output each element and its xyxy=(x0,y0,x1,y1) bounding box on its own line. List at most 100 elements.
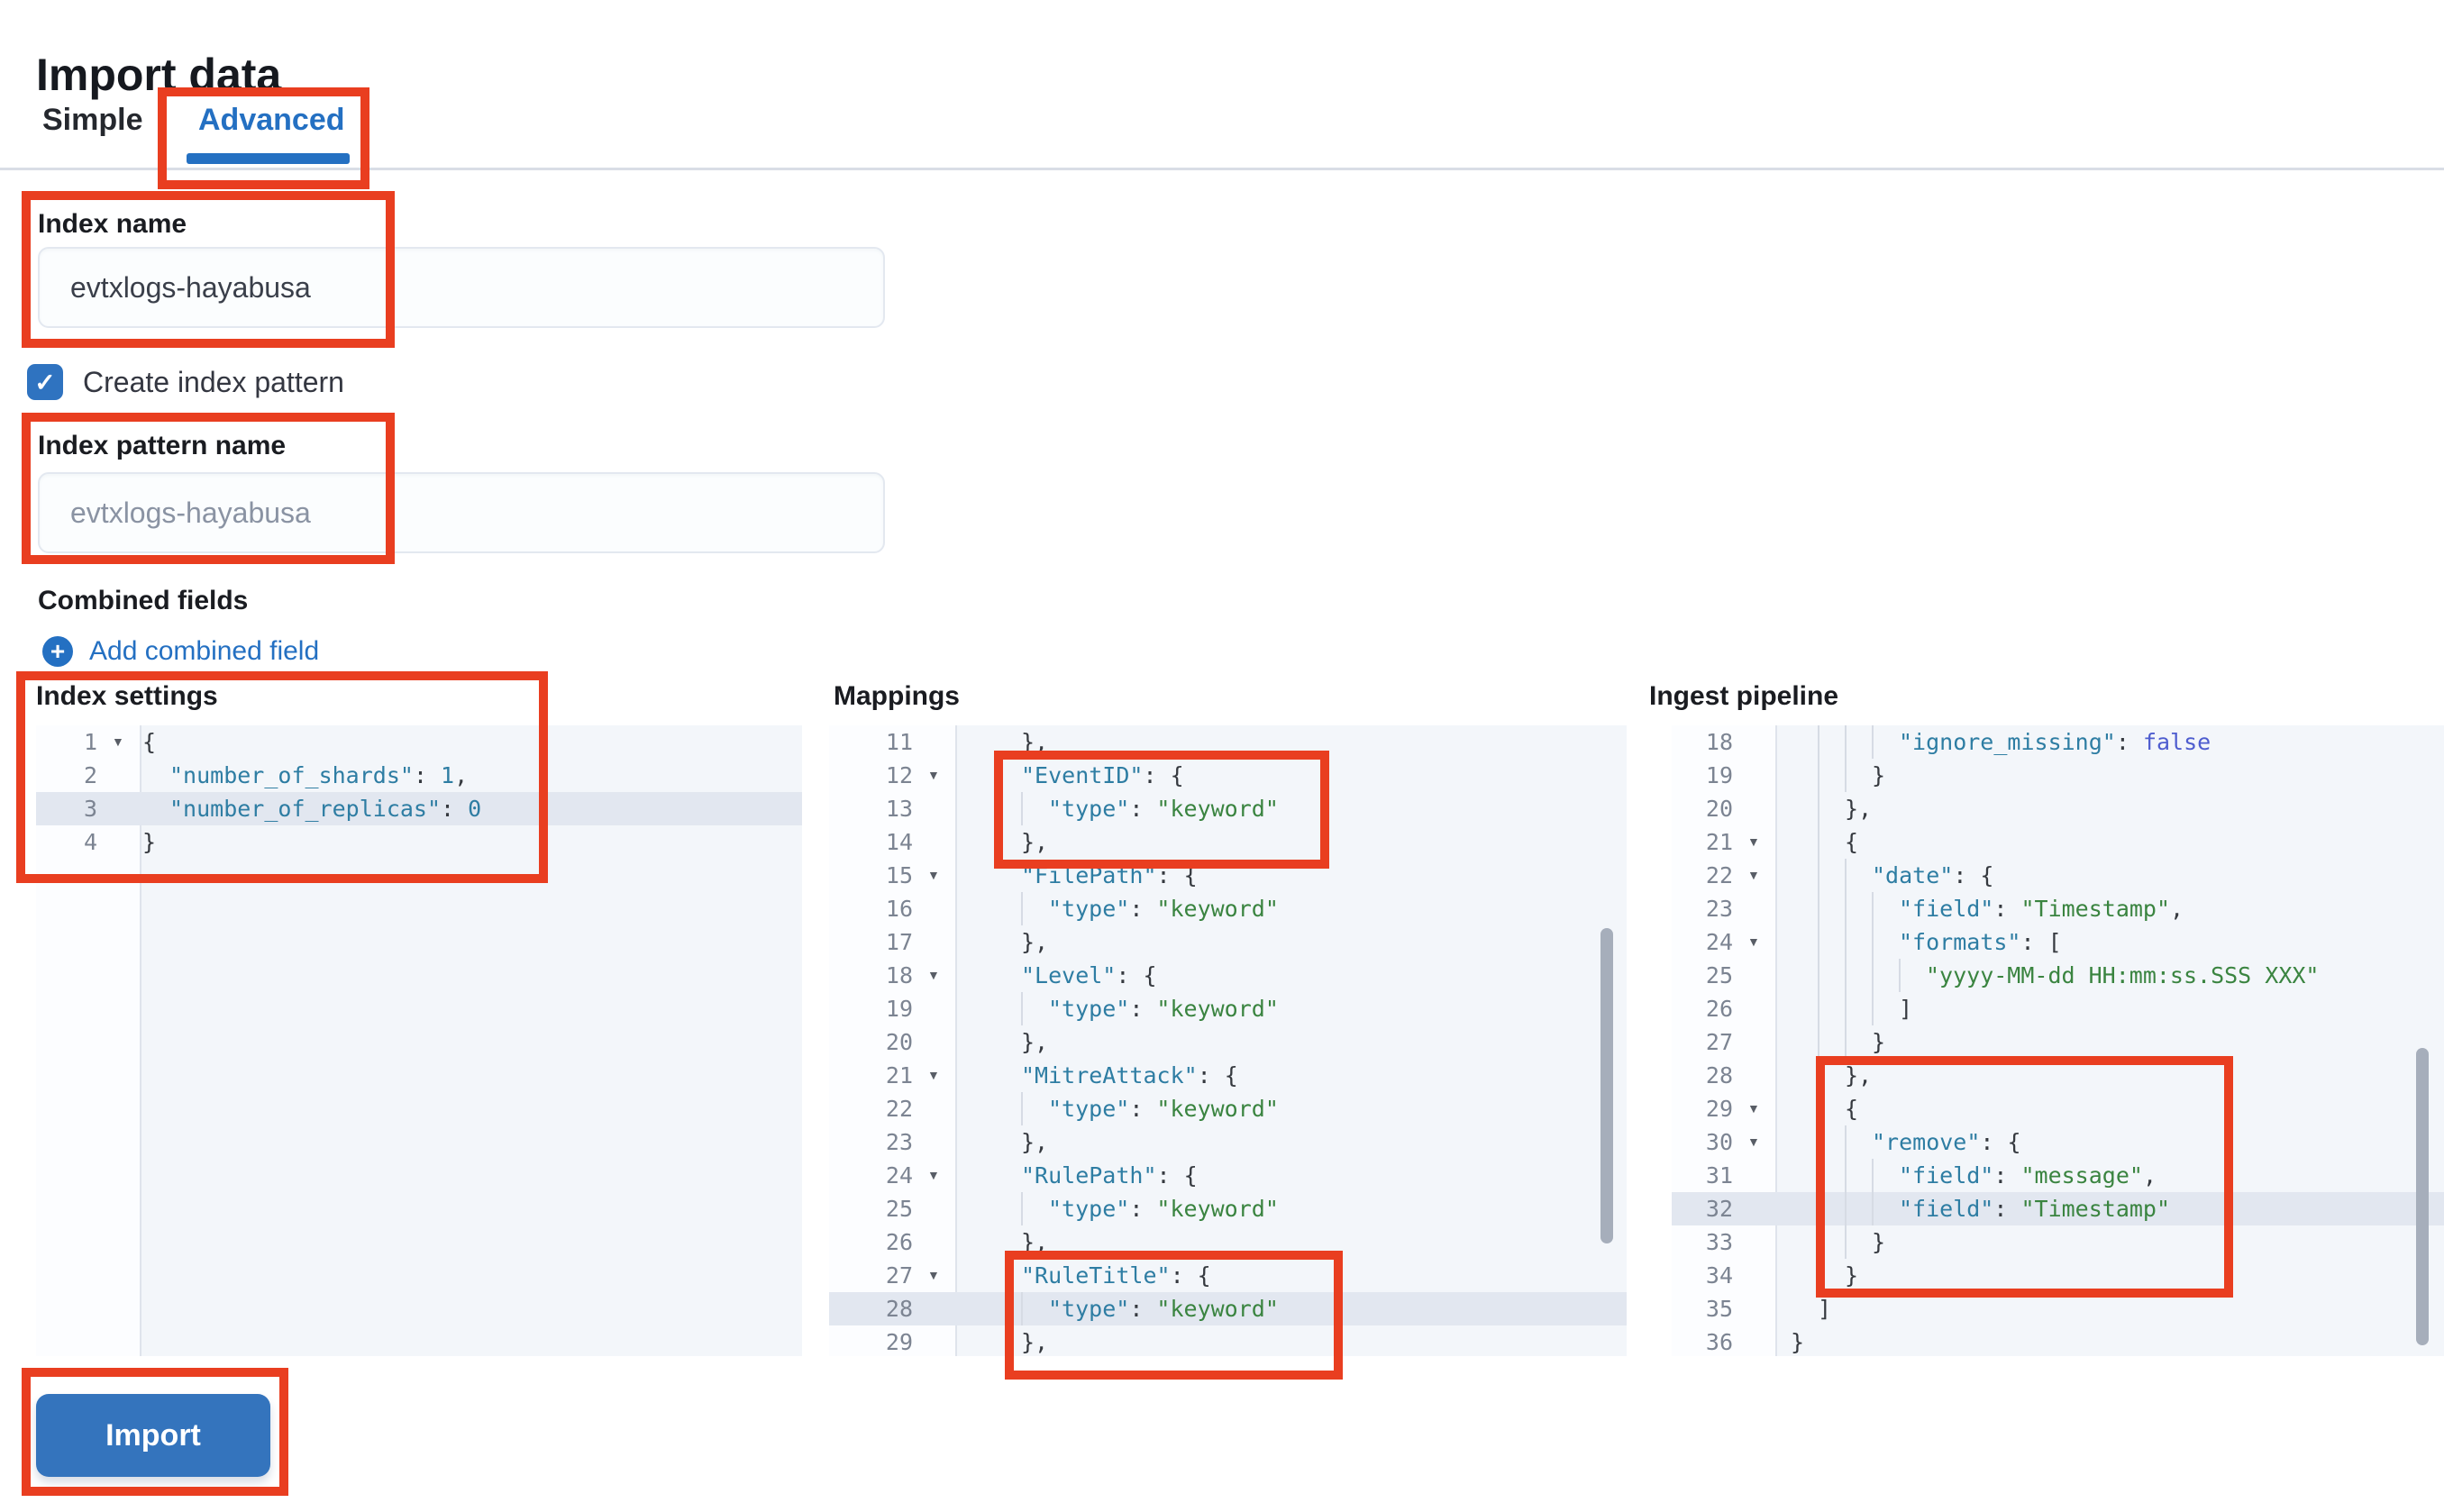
code-line-19: 19"type": "keyword" xyxy=(829,992,1627,1025)
code-line-23: 23"field": "Timestamp", xyxy=(1672,892,2444,925)
indent-guide xyxy=(1818,892,1819,925)
index-settings-code-editor[interactable]: 1▼{2"number_of_shards": 1,3"number_of_re… xyxy=(36,725,802,1356)
indent-guide xyxy=(1872,725,1874,759)
code-text: "field": "Timestamp" xyxy=(1791,1192,2444,1225)
page-title: Import data xyxy=(36,49,282,100)
fold-arrow-icon[interactable]: ▼ xyxy=(1747,934,1760,949)
fold-column xyxy=(924,1092,957,1125)
fold-column xyxy=(924,792,957,825)
fold-arrow-icon[interactable]: ▼ xyxy=(927,1068,940,1082)
code-text: { xyxy=(1791,825,2444,859)
code-line-22: 22"type": "keyword" xyxy=(829,1092,1627,1125)
mappings-code-editor[interactable]: 11},12▼"EventID": {13"type": "keyword"14… xyxy=(829,725,1627,1356)
code-line-2: 2"number_of_shards": 1, xyxy=(36,759,802,792)
indent-guide xyxy=(1021,792,1023,825)
editor-gutter xyxy=(829,725,957,1356)
line-number: 23 xyxy=(1705,896,1733,922)
fold-arrow-icon[interactable]: ▼ xyxy=(927,1268,940,1282)
line-number: 21 xyxy=(1705,829,1733,855)
code-text: "Level": { xyxy=(1021,962,1157,988)
code-line-24: 24▼"formats": [ xyxy=(1672,925,2444,959)
tab-advanced[interactable]: Advanced xyxy=(198,103,345,137)
indent-guide xyxy=(1872,925,1874,959)
combined-fields-label: Combined fields xyxy=(38,586,249,615)
code-line-23: 23}, xyxy=(829,1125,1627,1159)
code-text: "formats": [ xyxy=(1791,925,2444,959)
tab-simple[interactable]: Simple xyxy=(42,103,143,137)
indent-guide xyxy=(1818,859,1819,892)
line-number: 33 xyxy=(1705,1229,1733,1255)
fold-arrow-icon[interactable]: ▼ xyxy=(927,968,940,982)
index-pattern-name-input[interactable] xyxy=(38,472,885,553)
code-text: }, xyxy=(1021,1129,1049,1155)
code-line-17: 17}, xyxy=(829,925,1627,959)
indent-guide xyxy=(1818,959,1819,992)
code-line-27: 27} xyxy=(1672,1025,2444,1059)
fold-arrow-icon[interactable]: ▼ xyxy=(112,734,124,749)
indent-guide xyxy=(1818,725,1819,759)
add-combined-field-button[interactable]: + Add combined field xyxy=(42,636,319,667)
indent-guide xyxy=(1021,1292,1023,1325)
fold-arrow-icon[interactable]: ▼ xyxy=(1747,1134,1760,1149)
indent-guide xyxy=(1845,1225,1847,1259)
code-line-22: 22▼"date": { xyxy=(1672,859,2444,892)
code-text: "date": { xyxy=(1791,859,2444,892)
code-text: }, xyxy=(1021,929,1049,955)
fold-column xyxy=(924,1292,957,1325)
indent-guide xyxy=(1845,725,1847,759)
line-number: 20 xyxy=(1705,796,1733,822)
fold-arrow-icon[interactable]: ▼ xyxy=(1747,1101,1760,1116)
fold-arrow-icon[interactable]: ▼ xyxy=(1747,868,1760,882)
code-text: "FilePath": { xyxy=(1021,862,1198,888)
code-text: "type": "keyword" xyxy=(994,992,1627,1025)
indent-guide xyxy=(1818,759,1819,792)
fold-column xyxy=(924,1192,957,1225)
indent-guide xyxy=(1872,992,1874,1025)
line-number: 29 xyxy=(1705,1096,1733,1122)
code-text: "type": "keyword" xyxy=(994,1292,1627,1325)
fold-arrow-icon[interactable]: ▼ xyxy=(1747,834,1760,849)
fold-arrow-icon[interactable]: ▼ xyxy=(927,768,940,782)
ingest-pipeline-scrollbar-thumb[interactable] xyxy=(2416,1048,2429,1345)
code-text: ] xyxy=(1818,1296,1832,1322)
code-line-28: 28"type": "keyword" xyxy=(829,1292,1627,1325)
code-line-33: 33} xyxy=(1672,1225,2444,1259)
indent-guide xyxy=(1845,892,1847,925)
import-button[interactable]: Import xyxy=(36,1394,270,1477)
fold-column xyxy=(1744,759,1777,792)
fold-column xyxy=(1744,725,1777,759)
line-number: 1 xyxy=(83,729,97,755)
active-tab-underline xyxy=(187,153,350,164)
indent-guide xyxy=(1021,992,1023,1025)
create-index-pattern-label: Create index pattern xyxy=(83,366,344,398)
indent-guide xyxy=(1845,959,1847,992)
code-text: }, xyxy=(1021,829,1049,855)
indent-guide xyxy=(1845,1025,1847,1059)
code-text: } xyxy=(1791,1225,2444,1259)
mappings-scrollbar-thumb[interactable] xyxy=(1600,928,1613,1243)
fold-arrow-icon[interactable]: ▼ xyxy=(927,1168,940,1182)
index-pattern-name-label: Index pattern name xyxy=(38,431,287,460)
fold-column xyxy=(1744,1159,1777,1192)
code-line-36: 36} xyxy=(1672,1325,2444,1356)
index-name-input[interactable] xyxy=(38,247,885,328)
code-line-25: 25"type": "keyword" xyxy=(829,1192,1627,1225)
indent-guide xyxy=(1818,1225,1819,1259)
fold-column xyxy=(924,725,957,759)
fold-column xyxy=(924,825,957,859)
create-index-pattern-checkbox[interactable]: ✓ xyxy=(27,364,63,400)
indent-guide xyxy=(1899,959,1901,992)
line-number: 18 xyxy=(885,962,913,988)
line-number: 16 xyxy=(885,896,913,922)
fold-arrow-icon[interactable]: ▼ xyxy=(927,868,940,882)
code-text: }, xyxy=(1791,1059,2444,1092)
line-number: 20 xyxy=(885,1029,913,1055)
fold-column xyxy=(1744,1292,1777,1325)
fold-column xyxy=(924,992,957,1025)
mappings-label: Mappings xyxy=(834,681,960,711)
line-number: 32 xyxy=(1705,1196,1733,1222)
indent-guide xyxy=(1818,925,1819,959)
fold-column xyxy=(924,1025,957,1059)
index-settings-label: Index settings xyxy=(36,681,218,711)
